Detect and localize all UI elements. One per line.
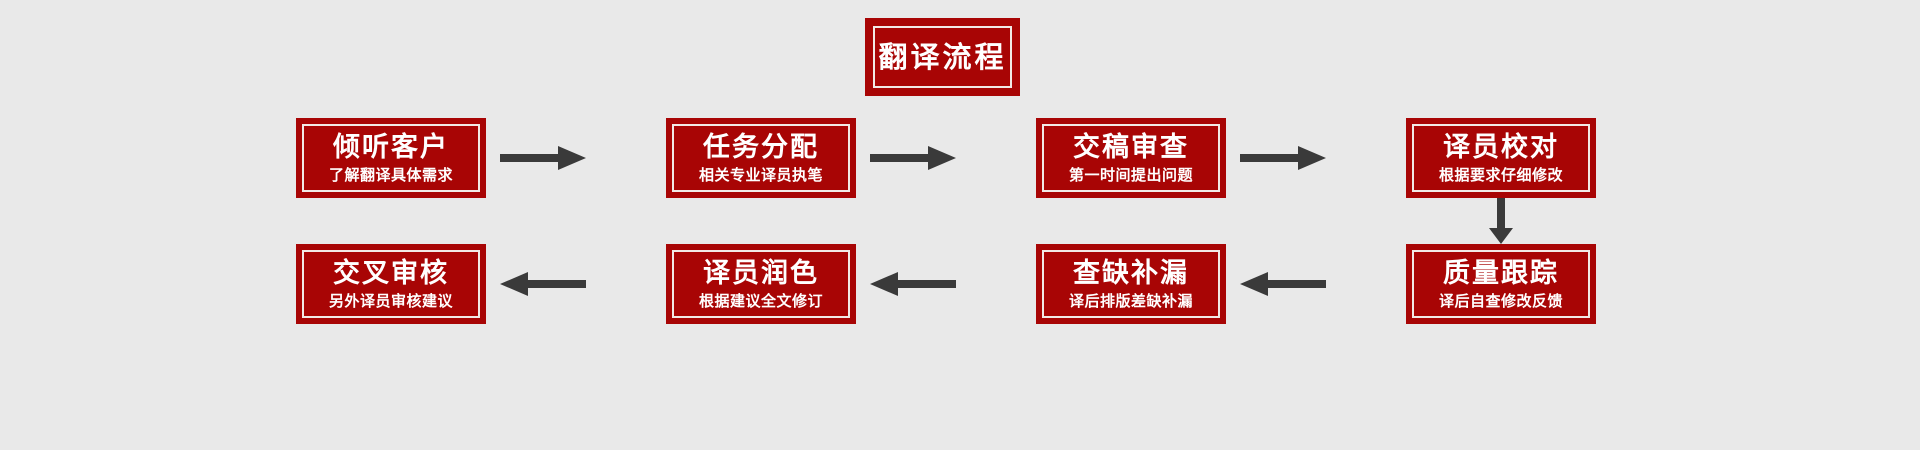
- step-title-assign: 任务分配: [703, 131, 819, 163]
- arrow-right-icon: [500, 143, 586, 173]
- arrow-left-icon: [870, 269, 956, 299]
- step-subtitle-cross-review: 另外译员审核建议: [328, 291, 453, 310]
- step-box-quality-tracking[interactable]: 质量跟踪 译后自查修改反馈: [1406, 244, 1596, 324]
- step-title-gap-check: 查缺补漏: [1073, 257, 1189, 289]
- step-title-quality-tracking: 质量跟踪: [1443, 257, 1559, 289]
- arrow-right-icon: [1240, 143, 1326, 173]
- step-box-cross-review[interactable]: 交叉审核 另外译员审核建议: [296, 244, 486, 324]
- arrow-right-icon: [870, 143, 956, 173]
- step-subtitle-gap-check: 译后排版差缺补漏: [1068, 291, 1193, 310]
- arrow-left-icon: [500, 269, 586, 299]
- step-box-assign[interactable]: 任务分配 相关专业译员执笔: [666, 118, 856, 198]
- diagram-title-box: 翻译流程: [865, 18, 1020, 96]
- step-subtitle-assign: 相关专业译员执笔: [698, 165, 823, 184]
- diagram-title: 翻译流程: [878, 39, 1007, 74]
- step-box-proofread[interactable]: 译员校对 根据要求仔细修改: [1406, 118, 1596, 198]
- arrow-left-icon: [1240, 269, 1326, 299]
- step-title-listen: 倾听客户: [333, 131, 449, 163]
- arrow-down-icon: [1486, 198, 1516, 244]
- step-subtitle-listen: 了解翻译具体需求: [328, 165, 453, 184]
- step-box-review[interactable]: 交稿审查 第一时间提出问题: [1036, 118, 1226, 198]
- step-box-listen[interactable]: 倾听客户 了解翻译具体需求: [296, 118, 486, 198]
- step-subtitle-polish: 根据建议全文修订: [698, 291, 823, 310]
- step-title-cross-review: 交叉审核: [333, 257, 449, 289]
- step-subtitle-quality-tracking: 译后自查修改反馈: [1438, 291, 1563, 310]
- step-subtitle-review: 第一时间提出问题: [1068, 165, 1193, 184]
- step-title-polish: 译员润色: [703, 257, 819, 289]
- step-subtitle-proofread: 根据要求仔细修改: [1438, 165, 1563, 184]
- step-box-gap-check[interactable]: 查缺补漏 译后排版差缺补漏: [1036, 244, 1226, 324]
- step-title-review: 交稿审查: [1073, 131, 1189, 163]
- step-title-proofread: 译员校对: [1443, 131, 1559, 163]
- step-box-polish[interactable]: 译员润色 根据建议全文修订: [666, 244, 856, 324]
